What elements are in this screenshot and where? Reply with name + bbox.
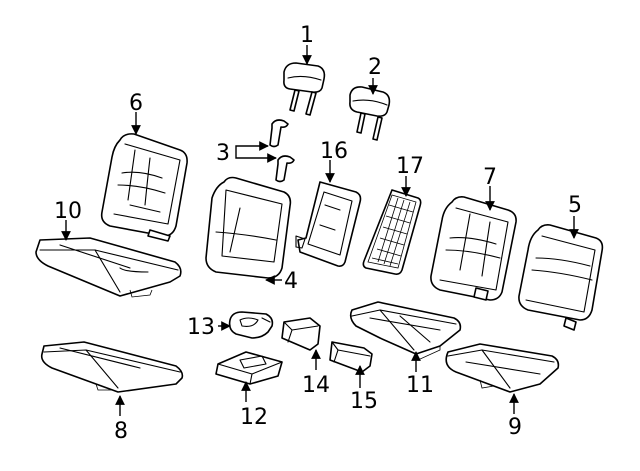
grid-pad-17 bbox=[362, 189, 422, 275]
cover-15 bbox=[329, 341, 373, 373]
callout-16: 16 bbox=[320, 139, 348, 164]
headrest-guides-3 bbox=[269, 119, 295, 183]
leader-3a bbox=[235, 141, 269, 152]
frame-panel-16 bbox=[295, 181, 362, 267]
leader-3b bbox=[235, 152, 277, 163]
seat-cushion-10 bbox=[35, 237, 182, 298]
callout-7: 7 bbox=[483, 165, 497, 190]
callout-1: 1 bbox=[300, 23, 314, 48]
seat-cushion-8 bbox=[40, 341, 184, 393]
callout-2: 2 bbox=[368, 55, 382, 80]
seat-back-4 bbox=[205, 176, 292, 279]
callout-14: 14 bbox=[302, 373, 330, 398]
callout-11: 11 bbox=[406, 373, 434, 398]
callout-12: 12 bbox=[240, 405, 268, 430]
callout-labels: 1 2 3 4 5 6 7 8 9 10 11 12 13 14 15 16 1… bbox=[54, 23, 582, 444]
seat-back-7 bbox=[430, 196, 517, 301]
callout-6: 6 bbox=[129, 91, 143, 116]
callout-4: 4 bbox=[284, 269, 298, 294]
bracket-13 bbox=[228, 311, 274, 339]
callout-17: 17 bbox=[396, 154, 424, 179]
callout-10: 10 bbox=[54, 199, 82, 224]
seat-back-6 bbox=[100, 133, 188, 242]
callout-13: 13 bbox=[187, 315, 215, 340]
cover-14 bbox=[281, 317, 321, 351]
callout-8: 8 bbox=[114, 419, 128, 444]
plate-12 bbox=[215, 351, 283, 385]
seat-back-5 bbox=[518, 224, 604, 331]
callout-9: 9 bbox=[508, 415, 522, 440]
seat-cushion-9 bbox=[445, 343, 560, 393]
callout-3: 3 bbox=[216, 141, 230, 166]
headrest-2 bbox=[349, 86, 391, 141]
leader-lines bbox=[61, 45, 579, 416]
headrest-1 bbox=[283, 62, 326, 116]
callout-5: 5 bbox=[568, 193, 582, 218]
callout-15: 15 bbox=[350, 389, 378, 414]
seat-cushion-11 bbox=[349, 301, 462, 361]
